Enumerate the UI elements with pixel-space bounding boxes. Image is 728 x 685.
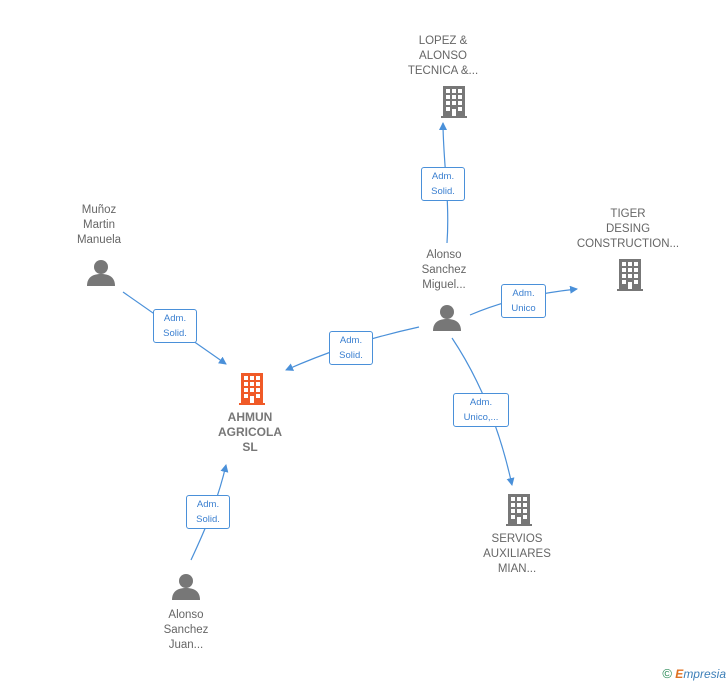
node-label-munoz[interactable]: Muñoz Martin Manuela [34,203,164,248]
edge-label-line: Solid. [339,350,363,361]
building-icon-lopez[interactable] [441,86,467,118]
person-icon-alonso-miguel[interactable] [433,305,461,331]
brand-logo: Empresia [675,667,726,681]
edge-label-line: Adm. [196,499,220,510]
person-icon-munoz[interactable] [87,260,115,286]
brand-name: mpresia [683,667,726,681]
node-label-alonso-miguel[interactable]: Alonso Sanchez Miguel... [379,248,509,293]
label-line: Sanchez [421,264,467,276]
edge-label-line: Unico,... [463,412,499,423]
label-line: Alonso [168,609,204,621]
label-line: Sanchez [163,624,209,636]
edge-label-miguel-tiger[interactable]: Adm. Unico [501,284,546,318]
building-icon-ahmun[interactable] [239,373,265,405]
edge-label-miguel-ahmun[interactable]: Adm. Solid. [329,331,373,365]
label-line: Martin [83,219,115,231]
label-line: Manuela [76,234,122,246]
edge-label-juan-ahmun[interactable]: Adm. Solid. [186,495,230,529]
label-line: DESING [605,223,651,235]
edge-label-munoz-ahmun[interactable]: Adm. Solid. [153,309,197,343]
label-line: LOPEZ & [418,35,468,47]
label-line: SERVIOS [491,533,543,545]
label-line: TECNICA &... [407,65,479,77]
copyright-icon: © [662,666,672,681]
label-line: CONSTRUCTION... [576,238,680,250]
edge-label-line: Solid. [431,186,455,197]
label-line: ALONSO [419,50,467,62]
label-line: AUXILIARES [483,548,551,560]
label-line: TIGER [610,208,646,220]
label-line: Alonso [426,249,462,261]
edge-label-line: Solid. [163,328,187,339]
node-label-lopez[interactable]: LOPEZ & ALONSO TECNICA &... [378,34,508,79]
label-line: MIAN... [497,563,537,575]
edge-label-line: Adm. [339,335,363,346]
label-line: Muñoz [81,204,117,216]
edge-label-miguel-lopez[interactable]: Adm. Solid. [421,167,465,201]
edge-label-line: Adm. [512,288,535,299]
building-icon-tiger[interactable] [617,259,643,291]
label-line: Juan... [168,639,204,651]
node-label-ahmun[interactable]: AHMUN AGRICOLA SL [185,410,315,455]
node-label-alonso-juan[interactable]: Alonso Sanchez Juan... [121,608,251,653]
label-line: AHMUN [227,410,273,424]
brand-initial: E [675,667,684,681]
edge-label-line: Unico [511,303,536,314]
label-line: SL [242,440,258,454]
brand-footer: © Empresia [662,666,726,681]
node-label-servios[interactable]: SERVIOS AUXILIARES MIAN... [452,532,582,577]
edge-label-line: Adm. [431,171,455,182]
edge-label-line: Solid. [196,514,220,525]
node-label-tiger[interactable]: TIGER DESING CONSTRUCTION... [563,207,693,252]
label-line: Miguel... [422,279,466,291]
edge-label-line: Adm. [163,313,187,324]
label-line: AGRICOLA [218,425,282,439]
edge-label-miguel-servios[interactable]: Adm. Unico,... [453,393,509,427]
edge-label-line: Adm. [469,397,493,408]
building-icon-servios[interactable] [506,494,532,526]
person-icon-alonso-juan[interactable] [172,574,200,600]
